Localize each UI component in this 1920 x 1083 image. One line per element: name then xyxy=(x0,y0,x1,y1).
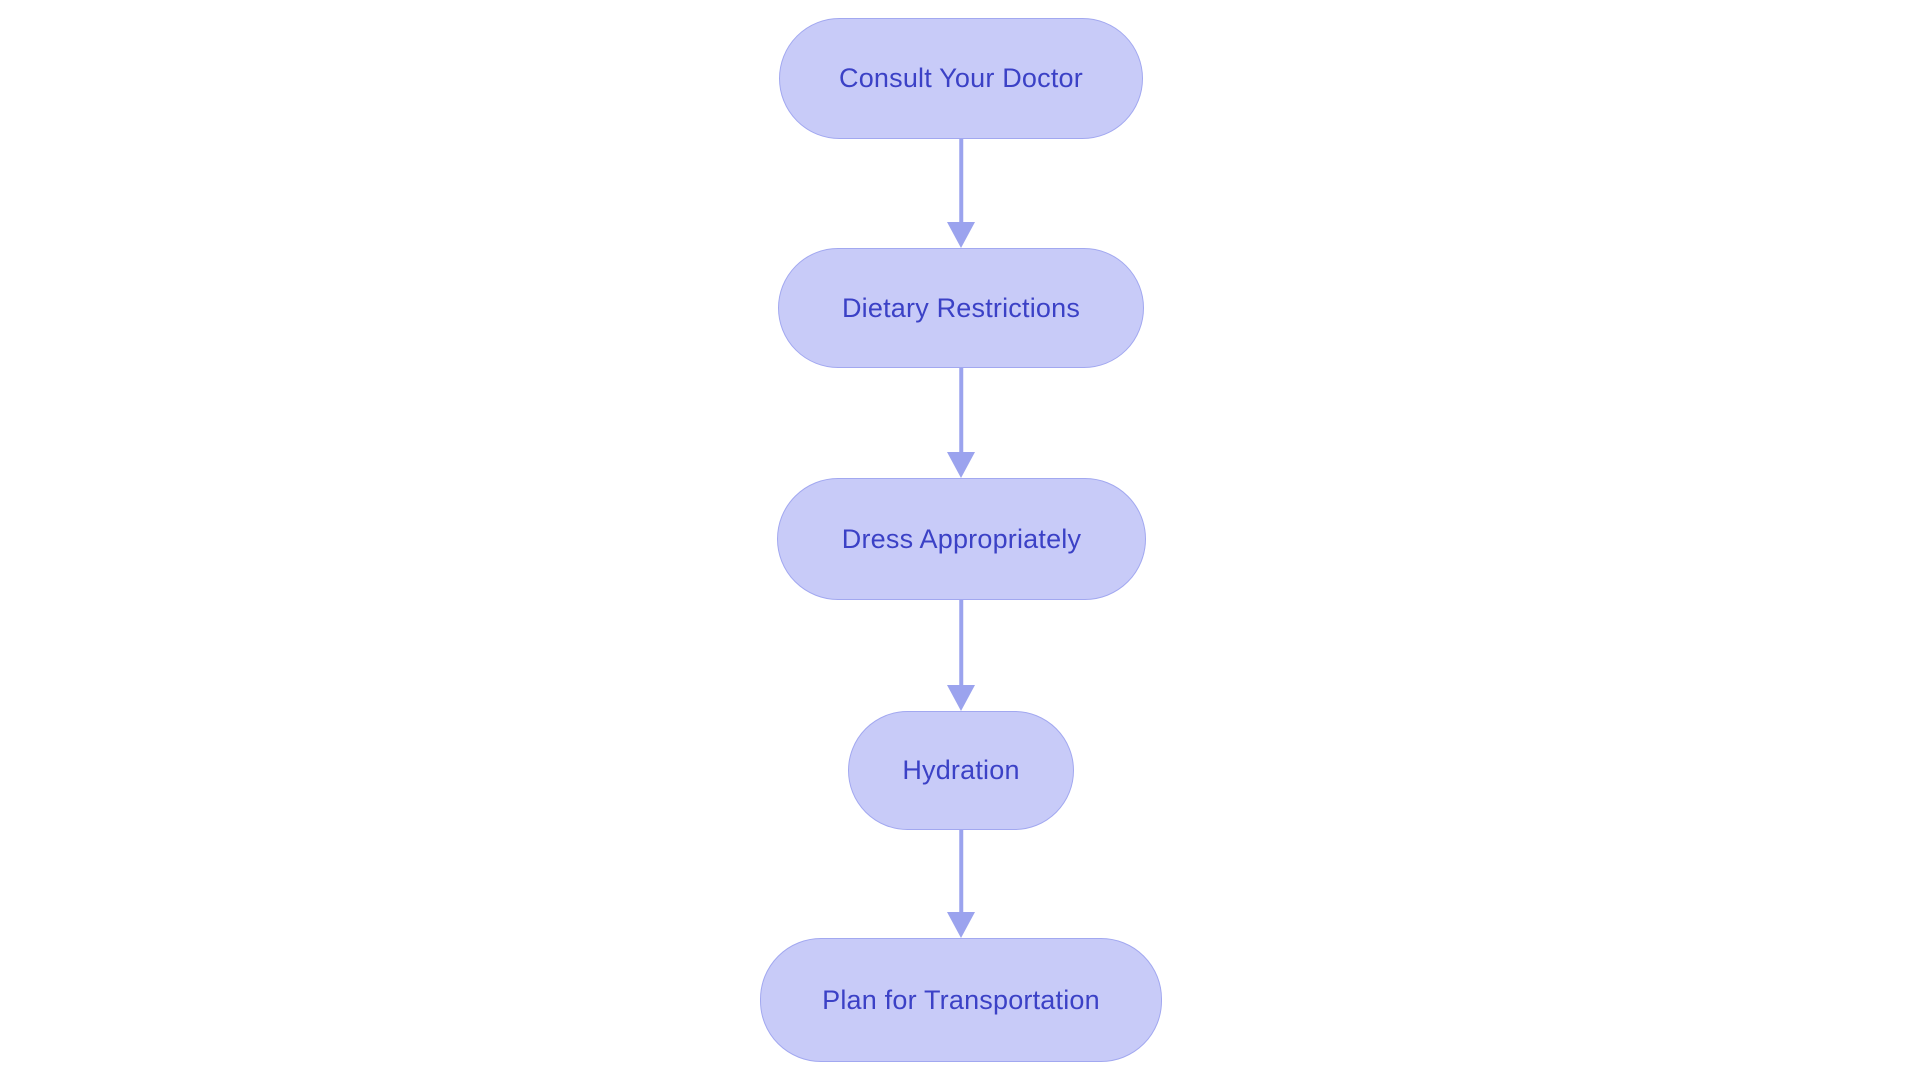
connector-3 xyxy=(945,600,977,711)
flow-node-label: Hydration xyxy=(902,755,1020,785)
flow-node-dietary-restrictions: Dietary Restrictions xyxy=(778,248,1144,368)
flow-node-label: Dress Appropriately xyxy=(841,523,1082,554)
flow-node-plan-for-transportation: Plan for Transportation xyxy=(760,938,1162,1062)
arrowhead-down-icon xyxy=(947,912,975,938)
connector-2 xyxy=(945,368,977,478)
flow-node-label: Consult Your Doctor xyxy=(839,63,1083,93)
arrowhead-down-icon xyxy=(947,452,975,478)
connector-1 xyxy=(945,139,977,248)
arrow-line xyxy=(959,139,963,226)
flow-node-label: Dietary Restrictions xyxy=(841,292,1081,323)
flow-node-dress-appropriately: Dress Appropriately xyxy=(777,478,1146,600)
arrow-line xyxy=(959,368,963,456)
arrow-line xyxy=(959,830,963,916)
arrow-line xyxy=(959,600,963,689)
flow-node-consult-your-doctor: Consult Your Doctor xyxy=(779,18,1143,139)
arrowhead-down-icon xyxy=(947,222,975,248)
flow-node-label: Plan for Transportation xyxy=(822,984,1100,1015)
flow-node-hydration: Hydration xyxy=(848,711,1074,830)
connector-4 xyxy=(945,830,977,938)
arrowhead-down-icon xyxy=(947,685,975,711)
